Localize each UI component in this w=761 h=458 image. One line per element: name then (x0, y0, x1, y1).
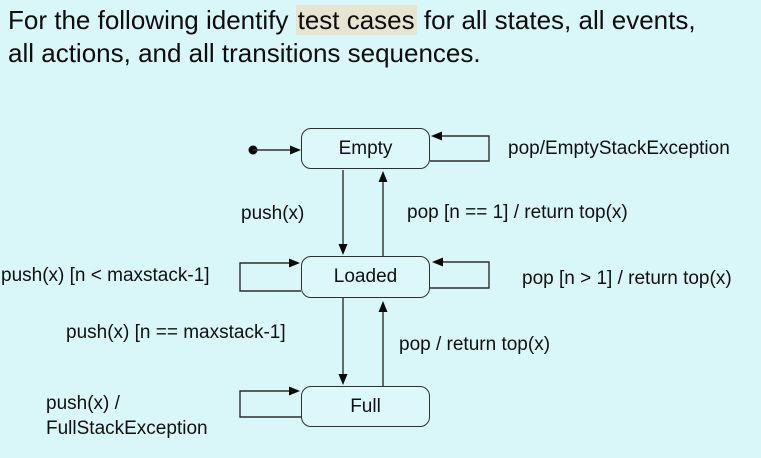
title-line-2: all actions, and all transitions sequenc… (8, 38, 481, 68)
title-text-before: For the following identify (8, 5, 296, 35)
transition-label-push-n-lt-max: push(x) [n < maxstack-1] (1, 265, 210, 286)
state-label-loaded: Loaded (333, 266, 398, 287)
state-label-full: Full (350, 395, 381, 417)
transition-label-push-full-exception-line2: FullStackException (46, 418, 208, 439)
state-node-empty: Empty (301, 128, 430, 169)
title-line-1: For the following identify test cases fo… (8, 4, 748, 37)
transition-label-pop-n-eq-1: pop [n == 1] / return top(x) (407, 202, 628, 223)
arrowheads (289, 131, 443, 396)
transition-label-push: push(x) (241, 203, 305, 224)
title-text-after: for all states, all events, (416, 5, 696, 35)
full-self-loop-arrow (239, 390, 301, 418)
transition-label-pop-return-top: pop / return top(x) (399, 334, 551, 355)
transition-label-pop-empty-exception: pop/EmptyStackException (508, 138, 730, 159)
state-label-empty: Empty (338, 137, 393, 159)
transition-label-pop-n-gt-1: pop [n > 1] / return top(x) (522, 268, 732, 289)
transition-label-push-full-exception-line1: push(x) / (46, 393, 120, 414)
state-node-loaded: Loaded (301, 256, 430, 298)
loaded-self-loop-right-arrow (430, 261, 490, 289)
highlighted-term: test cases (295, 5, 417, 35)
initial-state-arrow (248, 145, 292, 155)
transition-label-push-n-eq-max: push(x) [n == maxstack-1] (66, 322, 286, 343)
slide-title: For the following identify test cases fo… (8, 4, 748, 70)
transition-label-push-full-exception: push(x) / FullStackException (46, 391, 208, 441)
empty-self-loop-arrow (430, 135, 490, 162)
loaded-self-loop-left-arrow (239, 262, 301, 292)
state-node-full: Full (301, 386, 430, 427)
